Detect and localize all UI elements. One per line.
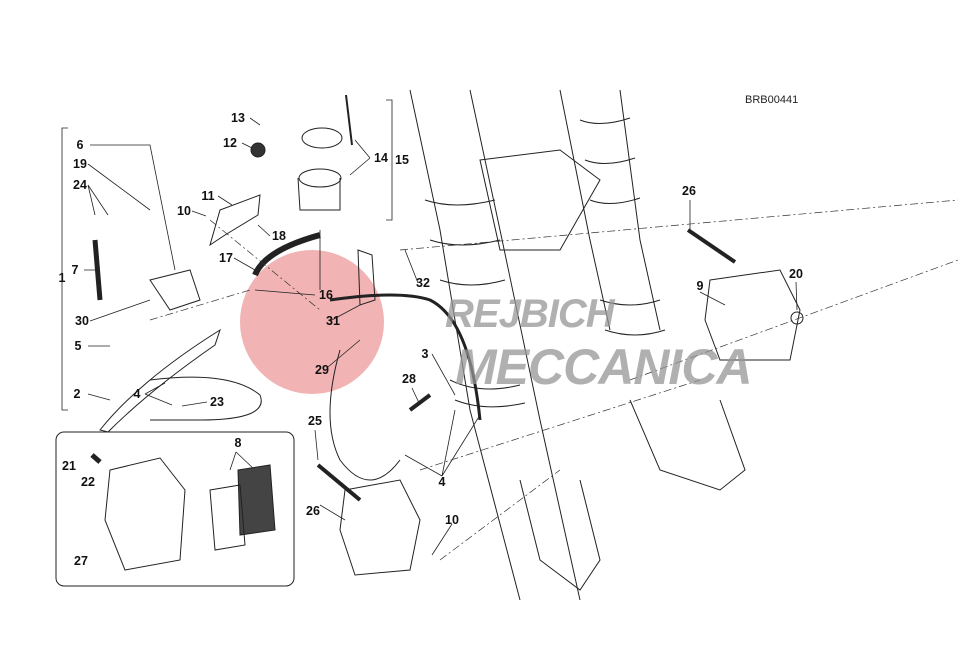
inset-box [55,431,295,587]
callout-18[interactable]: 18 [272,229,286,243]
callout-4[interactable]: 4 [438,475,446,489]
callout-28[interactable]: 28 [402,372,416,386]
callout-29[interactable]: 29 [315,363,329,377]
callout-10[interactable]: 10 [177,204,191,218]
callout-6[interactable]: 6 [76,138,84,152]
caliper-right [704,269,801,361]
watermark-circle [240,250,384,394]
callout-24[interactable]: 24 [73,178,87,192]
fork-assembly [409,89,746,601]
callout-13[interactable]: 13 [231,111,245,125]
callout-10[interactable]: 10 [445,513,459,527]
callout-17[interactable]: 17 [219,251,233,265]
callout-31[interactable]: 31 [326,314,340,328]
watermark-text-top: REJBICH [445,292,615,336]
callout-4[interactable]: 4 [133,387,141,401]
callout-12[interactable]: 12 [223,136,237,150]
callout-22[interactable]: 22 [81,475,95,489]
callout-19[interactable]: 19 [73,157,87,171]
callout-23[interactable]: 23 [210,395,224,409]
callout-8[interactable]: 8 [234,436,242,450]
callout-20[interactable]: 20 [789,267,803,281]
callout-3[interactable]: 3 [421,347,429,361]
callout-21[interactable]: 21 [62,459,76,473]
callout-11[interactable]: 11 [201,189,215,203]
callout-1[interactable]: 1 [58,271,66,285]
brake-lever [99,269,221,433]
callout-5[interactable]: 5 [74,339,82,353]
callout-16[interactable]: 16 [319,288,333,302]
callout-26[interactable]: 26 [682,184,696,198]
caliper-left [339,479,421,576]
callout-30[interactable]: 30 [75,314,89,328]
diagram-code: BRB00441 [745,94,799,106]
callout-7[interactable]: 7 [71,263,79,277]
callout-9[interactable]: 9 [696,279,704,293]
watermark-text-bottom: MECCANICA [455,339,753,395]
callout-32[interactable]: 32 [416,276,430,290]
callout-27[interactable]: 27 [74,554,88,568]
callout-26[interactable]: 26 [306,504,320,518]
callout-2[interactable]: 2 [73,387,81,401]
callout-25[interactable]: 25 [308,414,322,428]
callout-15[interactable]: 15 [395,153,409,167]
callout-14[interactable]: 14 [374,151,388,165]
